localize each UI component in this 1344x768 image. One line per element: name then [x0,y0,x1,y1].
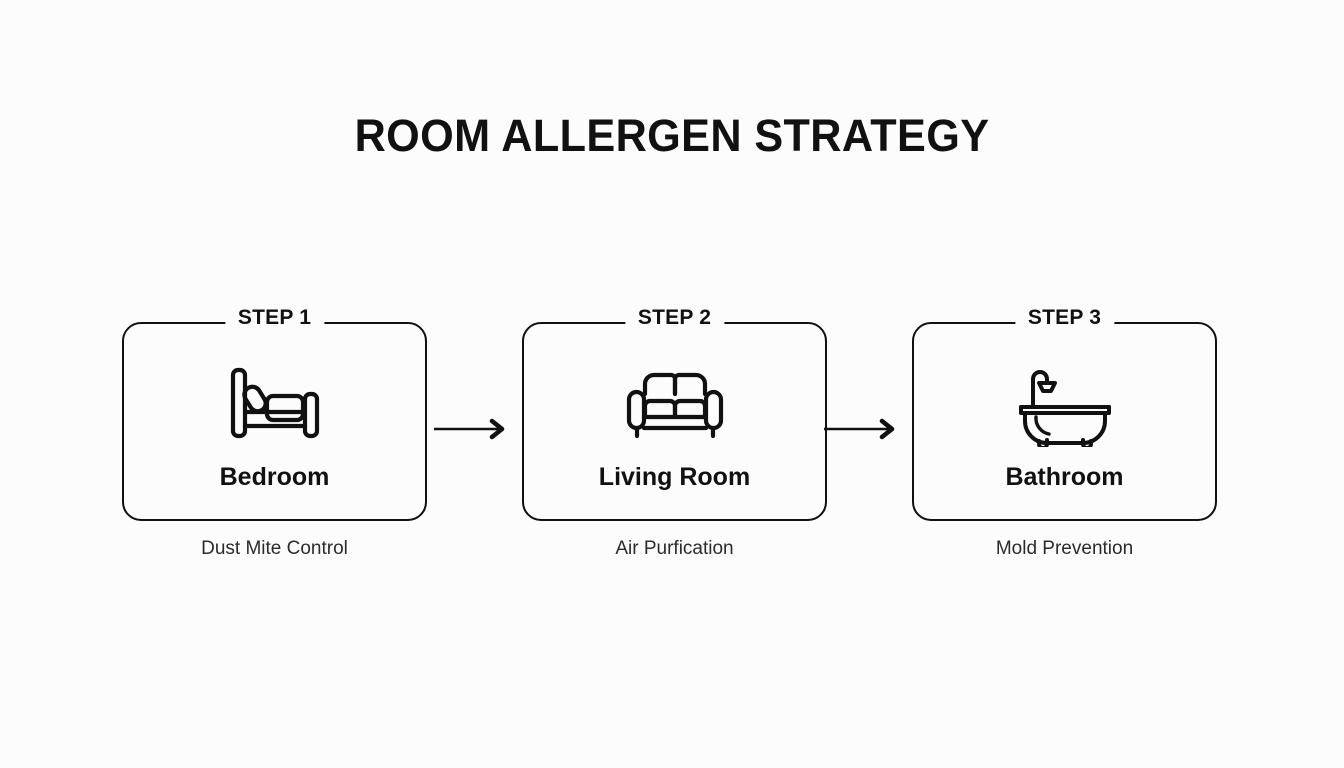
page-title: ROOM ALLERGEN STRATEGY [354,110,990,161]
step-card-bathroom[interactable]: STEP 3 Bathroom Mold Prevention [912,305,1217,578]
step-caption-2: Air Purfication [615,538,734,559]
step-badge-3: STEP 3 [1014,305,1115,331]
bathtub-icon [912,360,1217,448]
bed-icon [122,360,427,448]
arrow-right-icon [434,416,512,442]
step-card-bedroom[interactable]: STEP 1 Bedroom Dust Mite Control [122,305,427,578]
step-flow: STEP 1 Bedroom Dust Mite Control [122,305,1222,578]
step-badge-1: STEP 1 [224,305,325,331]
arrow-right-icon [824,416,902,442]
room-name-3: Bathroom [1005,463,1124,491]
step-badge-2: STEP 2 [624,305,725,331]
sofa-icon [522,360,827,448]
step-caption-3: Mold Prevention [995,538,1134,559]
room-name-1: Bedroom [219,463,330,491]
room-name-2: Living Room [598,463,751,491]
step-card-living-room[interactable]: STEP 2 Living Room Ai [522,305,827,578]
step-caption-1: Dust Mite Control [201,538,348,559]
